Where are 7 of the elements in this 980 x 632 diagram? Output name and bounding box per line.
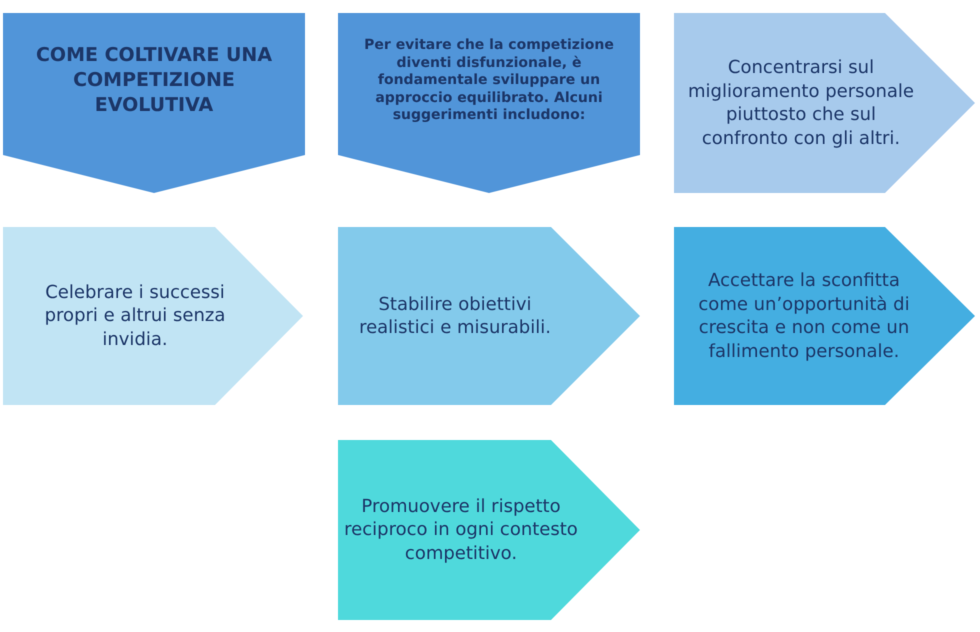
intro-text: Per evitare che la competizione diventi disfunzionale, è fondamentale sviluppare un approccio equilibrato. Alcuni suggerimenti includono: xyxy=(363,37,615,124)
tip-text: Celebrare i successi propri e altrui senza invidia. xyxy=(44,280,226,352)
tip-text: Concentrarsi sul miglioramento personale piuttosto che sul confronto con gli altri. xyxy=(686,56,916,150)
tip-text: Promuovere il rispetto reciproco in ogni contesto competitivo. xyxy=(343,494,579,566)
heading-text: COME COLTIVARE UNA COMPETIZIONE EVOLUTIVA xyxy=(34,43,274,118)
tip-text: Stabilire obiettivi realistici e misurabili. xyxy=(358,292,552,340)
tip-text: Accettare la sconfitta come un’opportunità di crescita e non come un fallimento personale. xyxy=(697,269,911,363)
